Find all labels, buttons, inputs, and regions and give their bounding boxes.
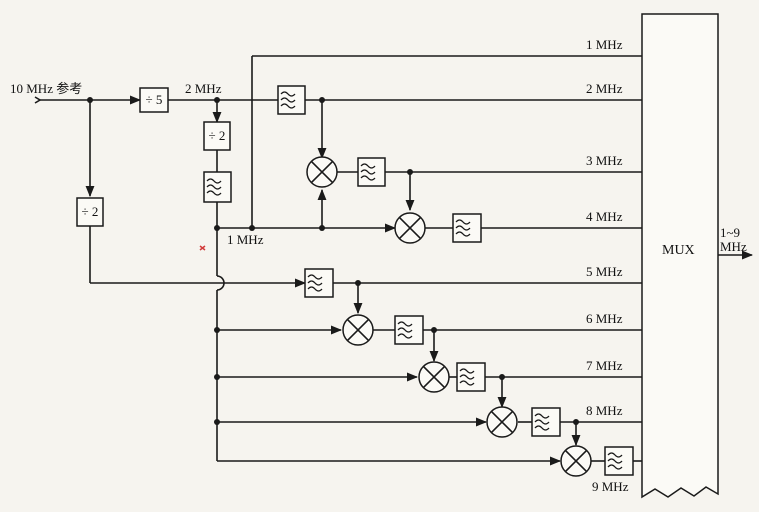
mixer-5 xyxy=(486,406,518,438)
output-label-5: 5 MHz xyxy=(586,264,623,279)
filter-4 xyxy=(452,213,482,243)
output-label-9: 9 MHz xyxy=(592,479,629,494)
one-mhz-line xyxy=(217,55,642,233)
output-label-2: 2 MHz xyxy=(586,81,623,96)
filter-6 xyxy=(394,315,424,345)
mux-output-label-line1: 1~9 xyxy=(720,225,741,240)
filter-2 xyxy=(203,171,232,203)
divide-by-2-left-label: ÷ 2 xyxy=(81,204,99,219)
output-label-4: 4 MHz xyxy=(586,209,623,224)
divide-by-2-left-block xyxy=(76,197,104,227)
filter-1 xyxy=(277,85,306,115)
mux-label: MUX xyxy=(662,243,695,258)
filter-8 xyxy=(531,407,561,437)
output-label-7: 7 MHz xyxy=(586,358,623,373)
two-mhz-node-label: 2 MHz xyxy=(185,81,222,96)
red-mark xyxy=(199,245,206,251)
divide-by-2-upper-block xyxy=(203,121,231,151)
input-label: 10 MHz 参考 xyxy=(10,81,83,96)
output-label-8: 8 MHz xyxy=(586,403,623,418)
output-label-3: 3 MHz xyxy=(586,153,623,168)
filter-5 xyxy=(304,268,334,298)
filter-9 xyxy=(604,446,634,476)
divide-by-2-upper-label: ÷ 2 xyxy=(208,128,226,143)
divide-by-5-label: ÷ 5 xyxy=(145,92,163,107)
mux-block xyxy=(641,13,719,499)
mixer-1 xyxy=(306,156,338,188)
output-label-1: 1 MHz xyxy=(586,37,623,52)
mixer-3 xyxy=(342,314,374,346)
mixer-6 xyxy=(560,445,592,477)
input-wires xyxy=(34,95,307,288)
two-mhz-bus xyxy=(168,97,642,461)
filter-3 xyxy=(357,157,386,187)
mux-output-label-line2: MHz xyxy=(720,239,747,254)
filter-7 xyxy=(456,362,486,392)
mixer-4 xyxy=(418,361,450,393)
divide-by-5-block xyxy=(139,87,169,113)
one-mhz-node-label: 1 MHz xyxy=(227,232,264,247)
mixer-chain-wires xyxy=(214,97,642,466)
mixer-2 xyxy=(394,212,426,244)
output-label-6: 6 MHz xyxy=(586,311,623,326)
